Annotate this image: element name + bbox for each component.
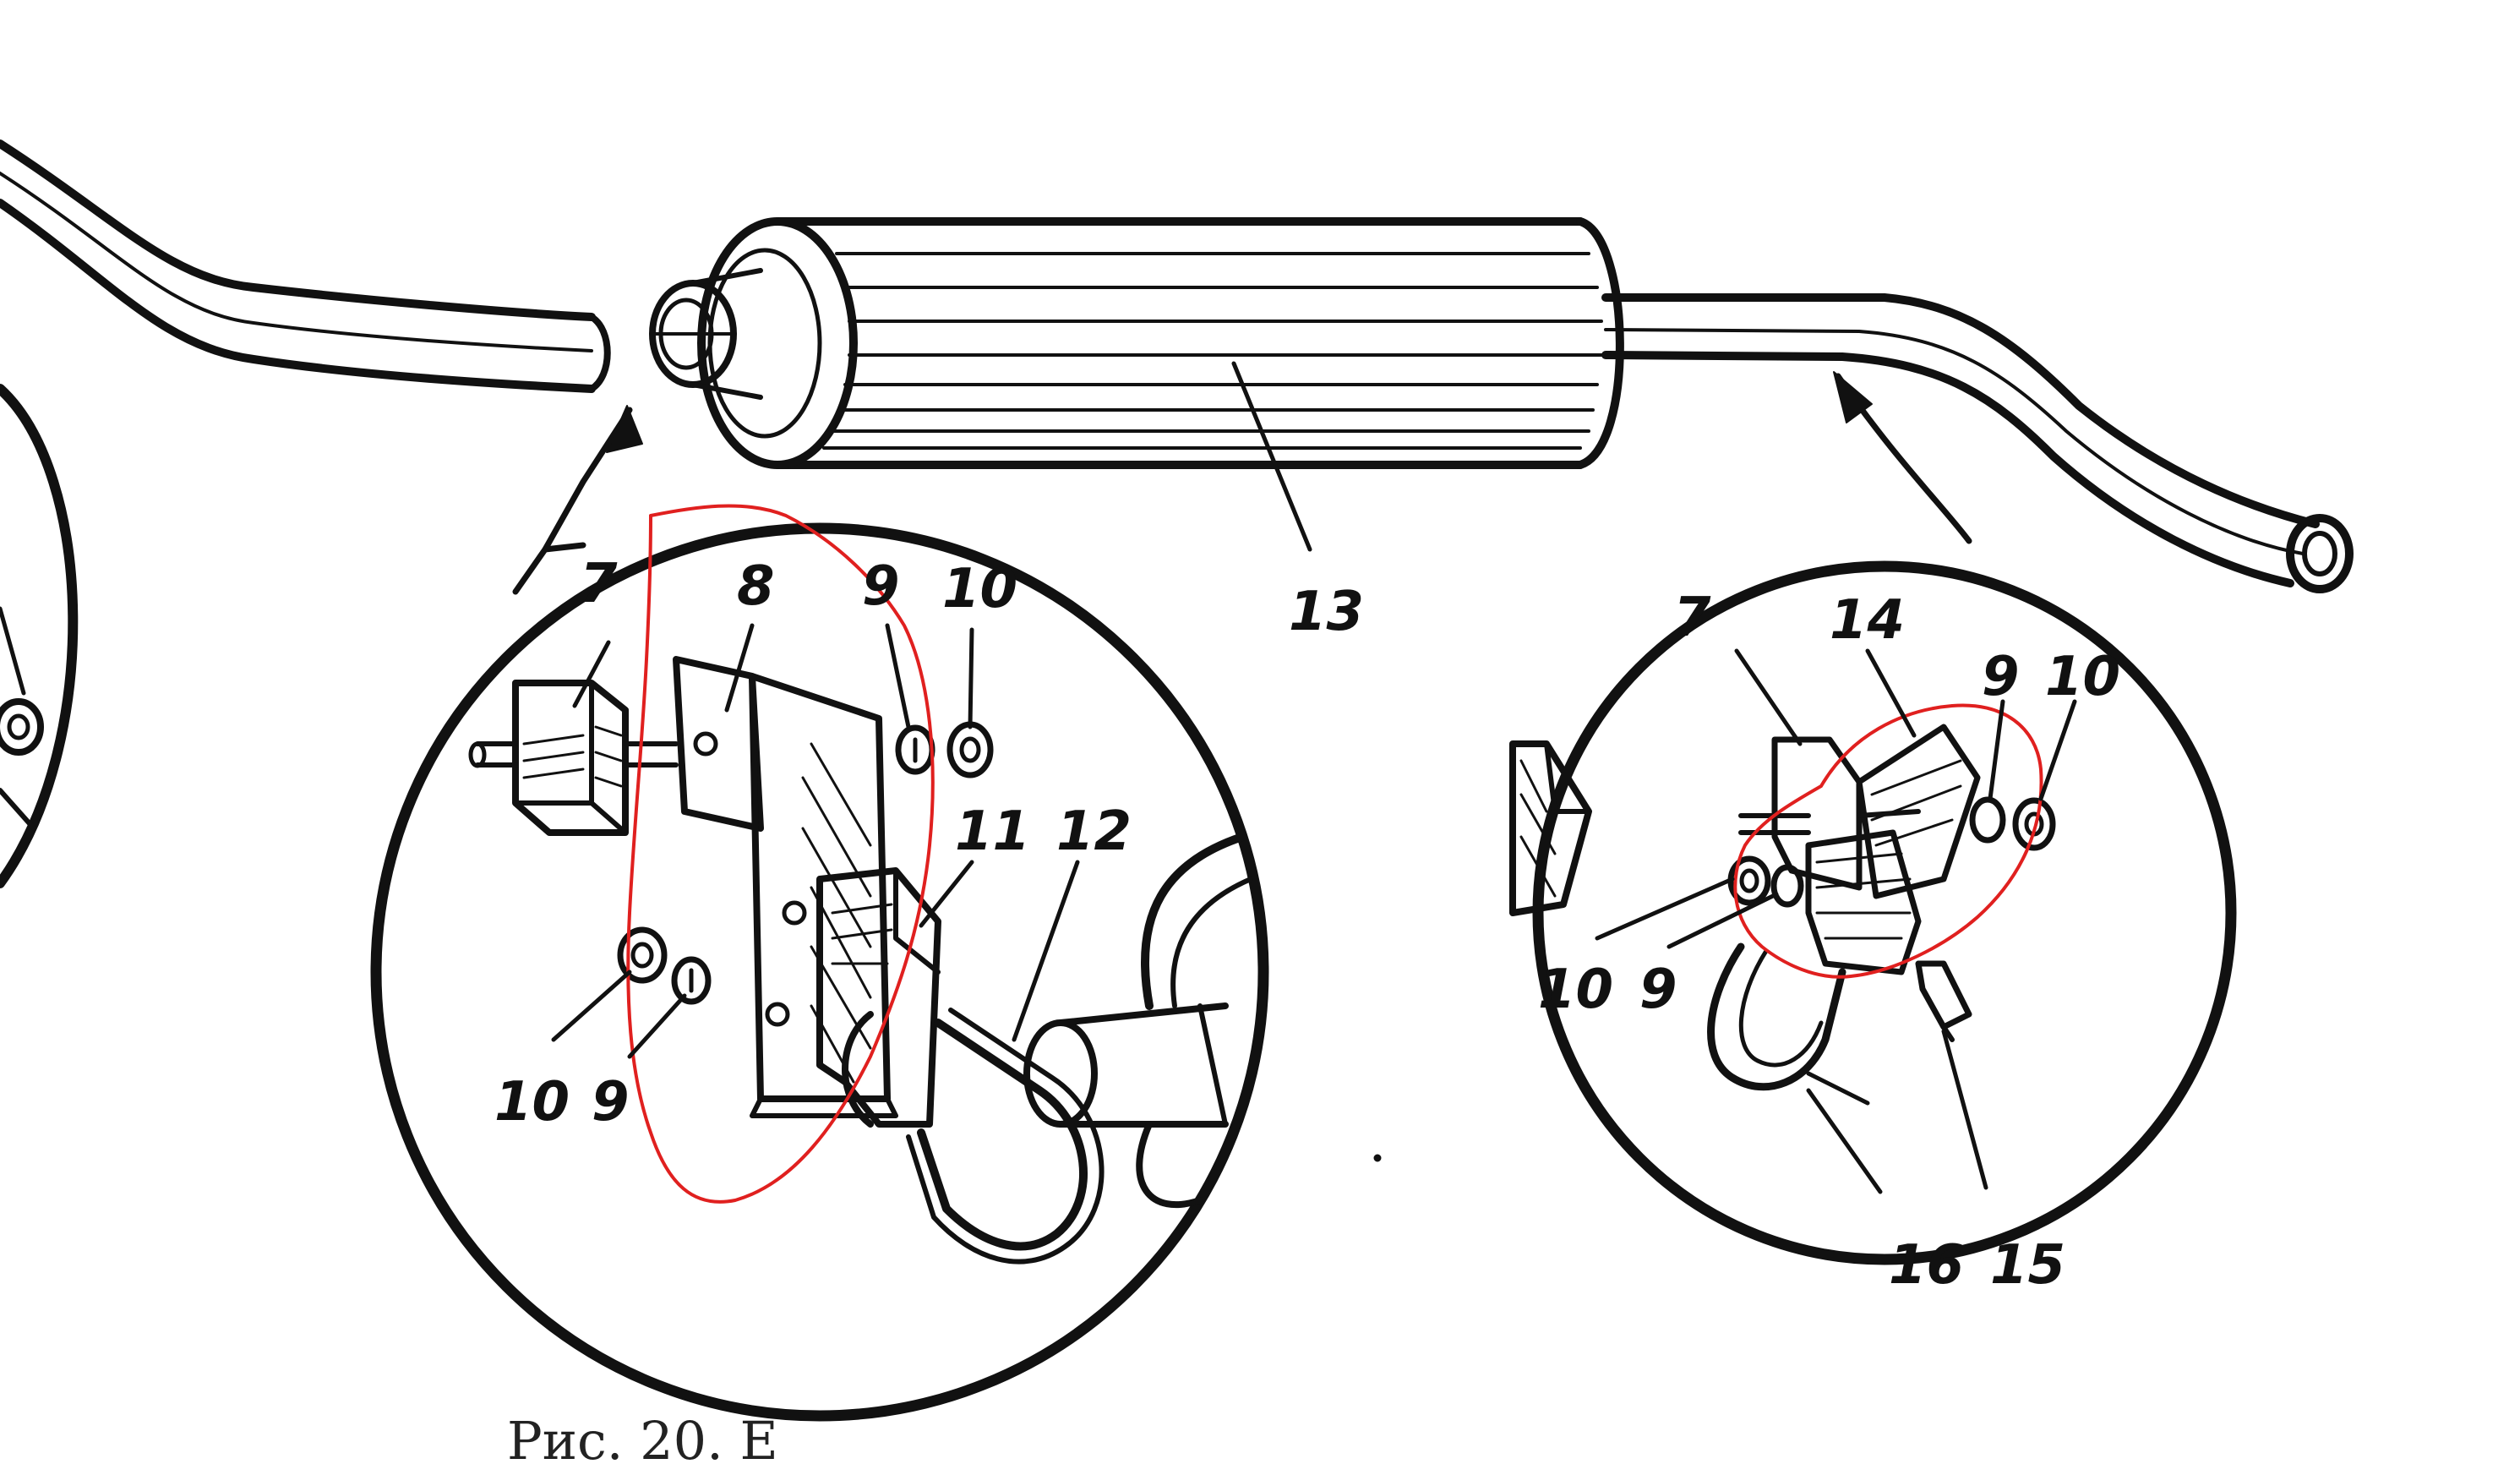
left-clamp-7 (468, 680, 679, 836)
right-clamp-assembly (1738, 724, 1981, 975)
label-right-10-top: 10 (2045, 646, 2120, 708)
left-u-bolt-12 (906, 1008, 1105, 1265)
right-inset-bracket-fragment (1509, 740, 1592, 916)
stray-dot (1373, 1154, 1382, 1162)
left-washer-nut-bottom (617, 926, 712, 1005)
label-right-9-bottom: 9 (1639, 959, 1677, 1021)
label-right-9-top: 9 (1982, 646, 2020, 708)
figure-caption: Рис. 20. Е (507, 1410, 778, 1464)
left-clamp-half-11 (816, 867, 941, 1128)
front-pipe (0, 139, 611, 393)
label-left-10-top: 10 (942, 558, 1017, 620)
label-left-8: 8 (737, 555, 775, 618)
leader-lines (551, 361, 2077, 1194)
label-left-7: 7 (580, 553, 618, 615)
label-muffler-13: 13 (1289, 581, 1364, 643)
right-red-markup (1733, 703, 2043, 979)
partial-inset-nut (0, 606, 44, 831)
label-left-11: 11 (955, 800, 1030, 863)
right-band-16 (1707, 942, 1846, 1091)
label-right-16: 16 (1889, 1234, 1964, 1297)
left-inset (370, 405, 1269, 1422)
label-right-15: 15 (1990, 1234, 2065, 1297)
label-right-10-bottom: 10 (1538, 959, 1613, 1021)
label-left-12: 12 (1056, 800, 1132, 863)
tail-pipe (1601, 293, 2354, 593)
right-bolt-15 (1915, 960, 1972, 1042)
label-right-14: 14 (1830, 589, 1905, 652)
stroke-defs (0, 139, 2354, 1422)
label-left-9-bottom: 9 (592, 1071, 630, 1134)
left-inset-pipe (1023, 833, 1253, 1208)
muffler (649, 217, 1624, 469)
partial-inset-circle (0, 384, 79, 888)
left-washer-nut-top (895, 721, 994, 778)
right-inset (1509, 371, 2237, 1265)
callout-labels: 7 8 9 10 11 12 10 9 13 7 14 9 10 10 9 16… (494, 553, 2120, 1297)
label-left-9-top: 9 (862, 555, 900, 618)
label-left-10-bottom: 10 (494, 1071, 570, 1134)
label-right-7: 7 (1673, 587, 1711, 649)
left-red-markup (626, 504, 935, 1204)
left-bracket-8 (673, 656, 898, 1118)
